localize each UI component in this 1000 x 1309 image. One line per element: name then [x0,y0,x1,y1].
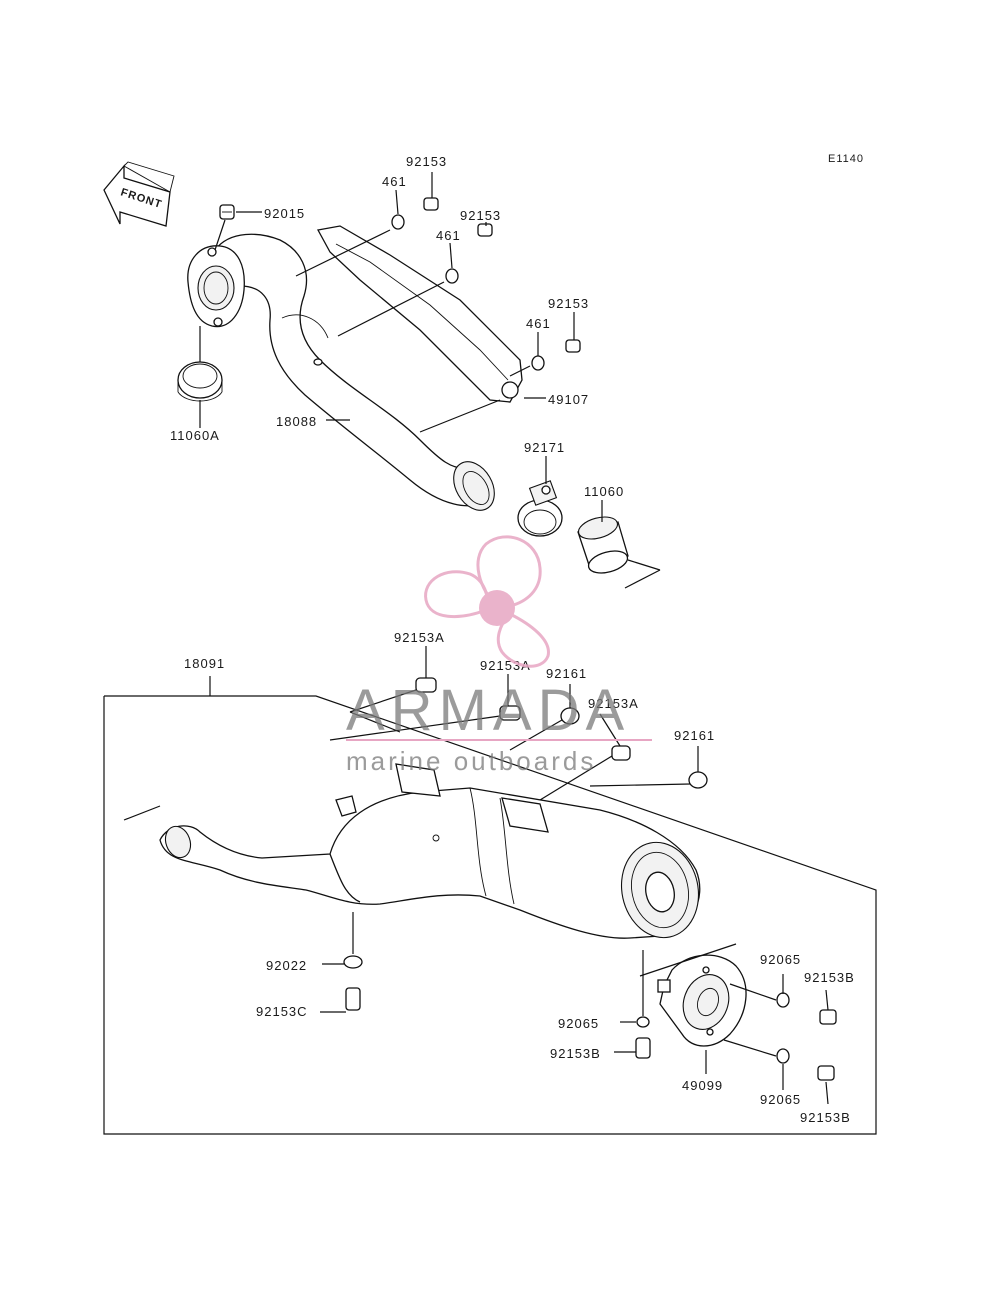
bolt-92153B-c-icon [817,1065,835,1081]
bolt-92153-a-icon [423,197,439,211]
label-92015: 92015 [264,206,305,221]
label-92065-a: 92065 [760,952,801,967]
front-arrow-icon: FRONT [103,161,175,227]
bolt-92015-icon [219,204,235,220]
bolt-92153-c-icon [565,339,581,353]
label-18091: 18091 [184,656,225,671]
clamp-92171-part [517,480,563,537]
nut-461-a-icon [391,214,405,230]
label-92153B-a: 92153B [804,970,855,985]
bolt-92153-b-icon [477,223,493,237]
label-92153B-b: 92153B [550,1046,601,1061]
washer-92022-icon [343,955,363,969]
label-92153B-c: 92153B [800,1110,851,1125]
label-92065-b: 92065 [558,1016,599,1031]
part-labels: 92015 461 92153 92153 461 92153 461 4910… [170,154,855,1125]
bolt-92153B-b-icon [635,1037,651,1059]
washer-92065-a-icon [776,992,790,1008]
propeller-logo-icon [424,535,550,668]
washer-92065-b-icon [636,1016,650,1028]
label-92161-b: 92161 [674,728,715,743]
diagram-ref-code: E1140 [828,153,864,165]
label-92153A-b: 92153A [480,658,531,673]
nut-461-b-icon [445,268,459,284]
bolt-92153C-icon [345,987,361,1011]
gasket-11060-part [577,516,629,574]
label-11060: 11060 [584,484,624,499]
leader-lines-lower [123,646,829,1105]
washer-92065-c-icon [776,1048,790,1064]
nut-461-c-icon [531,355,545,371]
label-18088: 18088 [276,414,317,429]
label-92153A-a: 92153A [394,630,445,645]
watermark-brand: ARMADA [346,678,630,743]
muffler-part [159,763,701,939]
label-49099: 49099 [682,1078,723,1093]
bolt-92153A-c-icon [611,745,631,761]
label-11060A: 11060A [170,428,220,443]
label-92161-a: 92161 [546,666,587,681]
label-92153A-c: 92153A [588,696,639,711]
label-461-b: 461 [436,228,461,243]
label-92153-a: 92153 [406,154,447,169]
label-92022: 92022 [266,958,307,973]
label-461-a: 461 [382,174,407,189]
bolt-92153B-a-icon [819,1009,837,1025]
heat-guard-part [316,225,523,403]
label-92065-c: 92065 [760,1092,801,1107]
armada-watermark: ARMADA marine outboards [346,535,652,776]
label-92171: 92171 [524,440,565,455]
label-92153-c: 92153 [548,296,589,311]
label-49107: 49107 [548,392,589,407]
watermark-tagline: marine outboards [346,746,596,776]
label-461-c: 461 [526,316,551,331]
exhaust-pipe-part [187,233,495,511]
bolt-92153A-b-icon [499,705,521,721]
gasket-11060A-part [177,361,223,402]
nut-92161-b-icon [688,771,708,789]
label-92153-b: 92153 [460,208,501,223]
leader-lines-upper [199,172,661,589]
label-92153C: 92153C [256,1004,308,1019]
end-cap-part [657,954,747,1047]
muffler-assembly-frame [103,676,877,1135]
